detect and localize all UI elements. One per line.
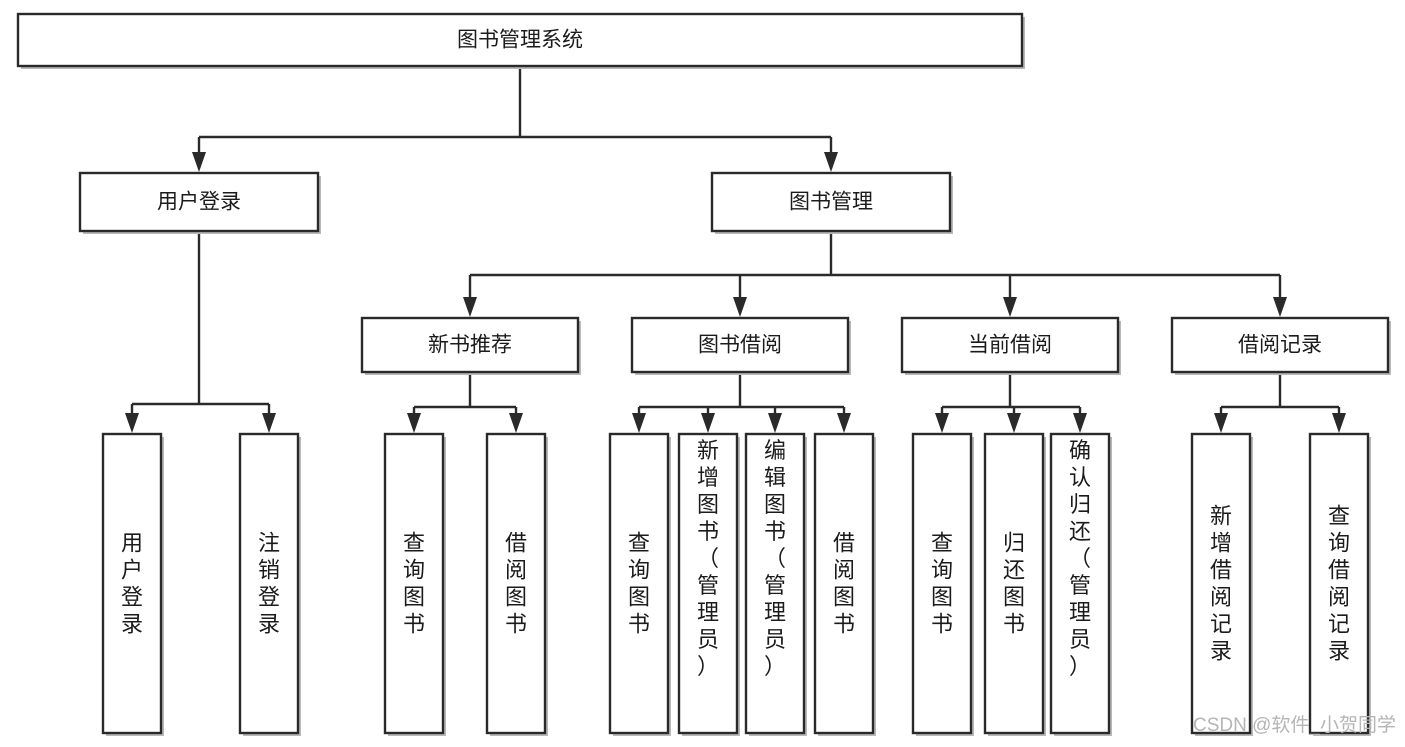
node-leaf-confirm-return-admin[interactable]: 确认归还（管理员）: [1049, 432, 1112, 736]
node-borrow-records-rect[interactable]: [1170, 316, 1390, 374]
arrow-head-icon: [632, 413, 646, 433]
node-leaf-add-book-admin-rect[interactable]: [677, 432, 739, 735]
node-leaf-confirm-return-admin-label: 确认归还（管理员）: [1069, 438, 1091, 679]
node-leaf-add-book-admin-label: 新增图书（管理员）: [697, 438, 719, 679]
node-leaf-query-borrow-record-rect[interactable]: [1308, 432, 1370, 735]
arrow-head-icon: [1003, 297, 1017, 317]
node-root-book-management-system[interactable]: 图书管理系统: [16, 12, 1025, 69]
node-leaf-query-borrow-record-label: 查询借阅记录: [1328, 504, 1350, 664]
node-leaf-borrow-book-2[interactable]: 借阅图书: [813, 432, 876, 736]
node-leaf-user-login[interactable]: 用户登录: [101, 432, 164, 736]
node-leaf-query-book-2[interactable]: 查询图书: [608, 432, 671, 736]
arrow-head-icon: [935, 413, 949, 433]
node-new-book-recommend[interactable]: 新书推荐: [360, 316, 581, 375]
node-leaf-logout-label: 注销登录: [258, 531, 280, 637]
node-leaf-query-book-1-label: 查询图书: [403, 531, 425, 637]
node-leaf-query-book-2-label: 查询图书: [628, 531, 650, 637]
arrow-head-icon: [1214, 413, 1228, 433]
node-leaf-query-book-3-rect[interactable]: [911, 432, 973, 735]
arrow-head-icon: [701, 413, 715, 433]
arrow-head-icon: [1073, 413, 1087, 433]
node-user-login-label: 用户登录: [157, 191, 241, 214]
node-leaf-logout-rect[interactable]: [238, 432, 300, 735]
node-leaf-confirm-return-admin-rect[interactable]: [1049, 432, 1111, 735]
node-new-book-recommend-rect[interactable]: [360, 316, 580, 374]
node-new-book-recommend-label: 新书推荐: [428, 334, 512, 357]
node-leaf-return-book-rect[interactable]: [983, 432, 1045, 735]
node-leaf-borrow-book-2-label: 借阅图书: [833, 531, 855, 637]
node-leaf-add-borrow-record-label: 新增借阅记录: [1210, 504, 1232, 664]
node-leaf-add-borrow-record-rect[interactable]: [1190, 432, 1252, 735]
node-user-login-rect[interactable]: [78, 171, 320, 233]
node-book-management-rect[interactable]: [710, 171, 952, 233]
node-leaf-borrow-book-1-rect[interactable]: [485, 432, 547, 735]
arrow-head-icon: [837, 413, 851, 433]
node-leaf-add-borrow-record[interactable]: 新增借阅记录: [1190, 432, 1253, 736]
node-leaf-query-borrow-record[interactable]: 查询借阅记录: [1308, 432, 1371, 736]
node-book-management[interactable]: 图书管理: [710, 171, 953, 234]
node-current-borrow-label: 当前借阅: [968, 334, 1052, 357]
arrow-head-icon: [463, 297, 477, 317]
node-leaf-borrow-book-1-label: 借阅图书: [505, 531, 527, 637]
arrow-head-icon: [824, 152, 838, 172]
node-leaf-query-book-1[interactable]: 查询图书: [383, 432, 446, 736]
node-leaf-borrow-book-1[interactable]: 借阅图书: [485, 432, 548, 736]
arrow-head-icon: [125, 413, 139, 433]
node-leaf-user-login-label: 用户登录: [121, 531, 143, 637]
arrow-head-icon: [1332, 413, 1346, 433]
arrow-head-icon: [262, 413, 276, 433]
node-leaf-borrow-book-2-rect[interactable]: [813, 432, 875, 735]
csdn-watermark: CSDN @软件_小贺同学: [1193, 714, 1396, 736]
node-root-book-management-system-label: 图书管理系统: [457, 29, 583, 52]
node-book-borrow-label: 图书借阅: [698, 334, 782, 357]
node-user-login[interactable]: 用户登录: [78, 171, 321, 234]
arrow-head-icon: [768, 413, 782, 433]
arrow-head-icon: [192, 152, 206, 172]
node-borrow-records-label: 借阅记录: [1238, 334, 1322, 357]
node-leaf-edit-book-admin[interactable]: 编辑图书（管理员）: [744, 432, 807, 736]
node-borrow-records[interactable]: 借阅记录: [1170, 316, 1391, 375]
node-leaf-edit-book-admin-rect[interactable]: [744, 432, 806, 735]
node-leaf-edit-book-admin-label: 编辑图书（管理员）: [764, 438, 786, 679]
node-current-borrow[interactable]: 当前借阅: [900, 316, 1121, 375]
node-leaf-logout[interactable]: 注销登录: [238, 432, 301, 736]
node-book-management-label: 图书管理: [789, 191, 873, 214]
node-leaf-query-book-3[interactable]: 查询图书: [911, 432, 974, 736]
node-leaf-query-book-1-rect[interactable]: [383, 432, 445, 735]
arrow-head-icon: [733, 297, 747, 317]
node-leaf-add-book-admin[interactable]: 新增图书（管理员）: [677, 432, 740, 736]
node-leaf-return-book-label: 归还图书: [1003, 531, 1025, 637]
arrow-head-icon: [1007, 413, 1021, 433]
connectors-layer: [125, 66, 1346, 433]
nodes-layer: 图书管理系统用户登录图书管理新书推荐图书借阅当前借阅借阅记录用户登录注销登录查询…: [16, 12, 1391, 736]
node-leaf-query-book-2-rect[interactable]: [608, 432, 670, 735]
node-leaf-query-book-3-label: 查询图书: [931, 531, 953, 637]
node-book-borrow-rect[interactable]: [630, 316, 850, 374]
node-current-borrow-rect[interactable]: [900, 316, 1120, 374]
node-leaf-return-book[interactable]: 归还图书: [983, 432, 1046, 736]
node-root-book-management-system-rect[interactable]: [16, 12, 1024, 68]
arrow-head-icon: [407, 413, 421, 433]
arrow-head-icon: [509, 413, 523, 433]
node-book-borrow[interactable]: 图书借阅: [630, 316, 851, 375]
node-leaf-user-login-rect[interactable]: [101, 432, 163, 735]
arrow-head-icon: [1273, 297, 1287, 317]
